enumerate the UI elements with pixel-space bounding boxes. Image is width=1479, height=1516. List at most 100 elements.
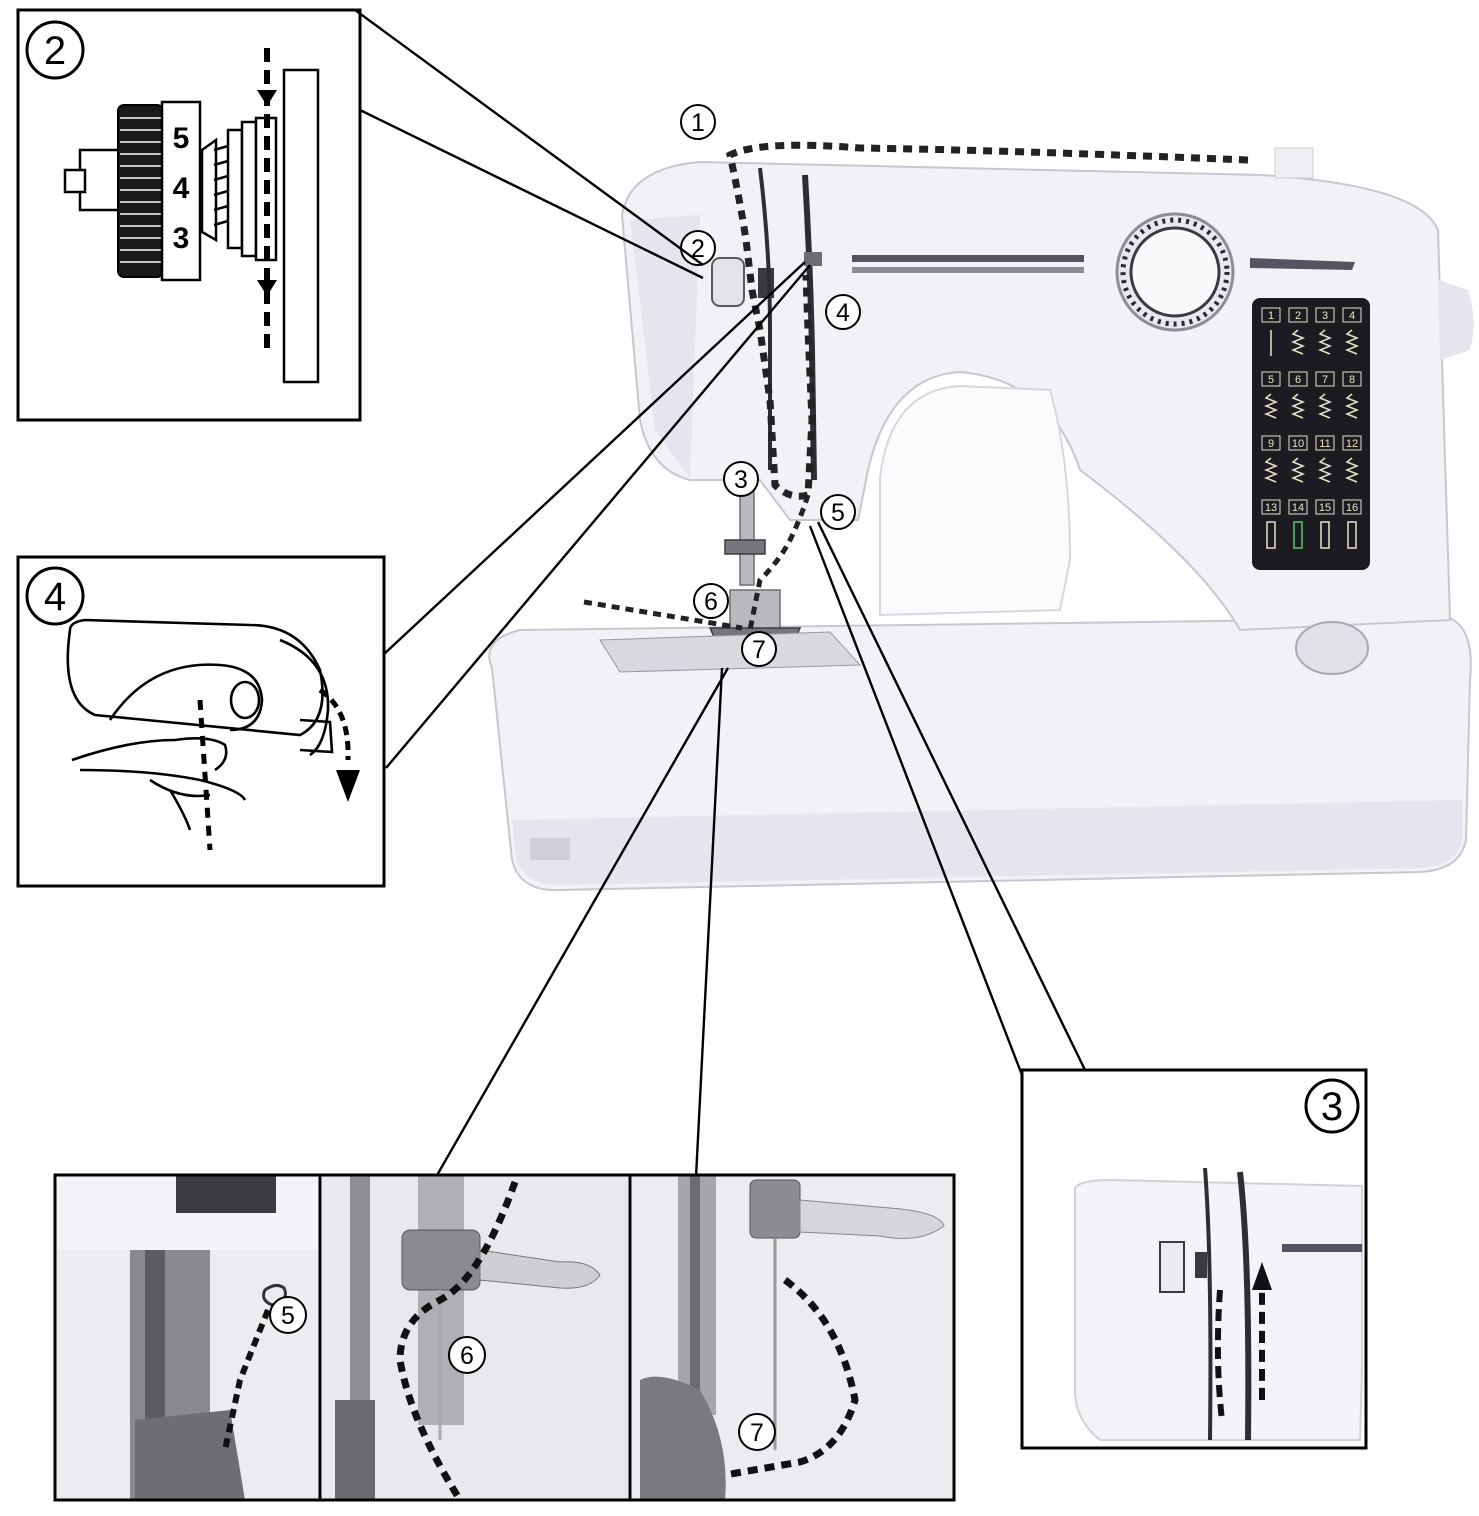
svg-text:3: 3 [734,466,748,494]
stripe-1 [852,255,1084,262]
stitch-cell-3: 3 [1315,307,1335,355]
thread-path-down [747,494,811,631]
step-marker-6: 6 [693,583,729,619]
step-marker-5: 5 [820,494,856,530]
step-marker-1: 1 [680,104,716,140]
svg-text:6: 6 [704,588,718,616]
dial-mark-3: 3 [173,222,190,255]
machine-wall [282,68,320,384]
dial-spindle-tip [63,168,87,194]
photo-c-presser-bar-shade [690,1175,700,1415]
thread-slot-left [758,167,772,470]
hand-thumb [71,737,228,772]
stitch-cell-2: 2 [1288,307,1308,355]
callout-photo-needle-eye-7: 7 [632,1175,954,1500]
callout-take-up-lever: 4 [16,555,386,888]
take-up-lever [804,252,822,266]
stripe-3 [1250,258,1355,270]
stitch-pattern-7 [1317,393,1333,419]
svg-text:2: 2 [44,29,66,73]
guide-stripe [1282,1244,1362,1252]
stitch-cell-12: 12 [1342,435,1362,483]
stitch-cell-11: 11 [1315,435,1335,483]
svg-text:6: 6 [460,1342,474,1370]
svg-text:9: 9 [1268,438,1274,450]
svg-text:14: 14 [1292,502,1304,514]
spool-pin [1274,147,1314,179]
stitch-cell-1: 1 [1261,307,1281,356]
photo-c-screw [799,1199,945,1239]
stripe-2 [852,267,1084,273]
guide-thread-guide [1195,1252,1207,1278]
svg-text:11: 11 [1319,438,1330,450]
photo-a-step-5: 5 [269,1296,307,1334]
dial-disc-2 [240,120,258,258]
svg-text:3: 3 [1322,310,1328,322]
svg-text:12: 12 [1346,438,1358,450]
stitch-cell-16: 16 [1342,499,1362,549]
callout-3-number: 3 [1304,1078,1360,1134]
stitch-cell-6: 6 [1288,371,1308,419]
svg-text:4: 4 [836,299,850,327]
dial-spring [200,137,218,243]
stitch-cell-5: 5 [1261,371,1281,419]
photo-b-foot [335,1400,375,1500]
photo-a-bracket [176,1175,276,1213]
svg-text:7: 7 [752,636,766,664]
head-front [630,215,700,478]
svg-text:2: 2 [1295,310,1301,322]
lever-arrow [336,770,360,802]
machine-arm-opening [879,384,1072,617]
handwheel-stub [1438,280,1474,360]
step-marker-7: 7 [741,631,777,667]
svg-text:3: 3 [1321,1085,1343,1129]
stitch-pattern-16 [1347,521,1357,549]
stitch-cell-15: 15 [1315,499,1335,549]
leader-lines [354,9,1087,1178]
stitch-pattern-9 [1263,457,1279,483]
svg-text:1: 1 [1268,310,1274,322]
guide-arrow-up [1252,1262,1272,1290]
svg-text:15: 15 [1319,502,1331,514]
stitch-pattern-11 [1317,457,1333,483]
photo-a-clamp [135,1410,245,1500]
svg-text:8: 8 [1349,374,1355,386]
photo-c-clamp [749,1179,801,1239]
stitch-panel [1252,298,1370,570]
needle-clamp [724,539,766,555]
lever-arm [108,663,264,732]
svg-text:5: 5 [1268,374,1274,386]
callout-4-number: 4 [25,566,85,626]
svg-text:5: 5 [831,499,845,527]
callout-tension-dial: 2 5 4 3 [16,8,362,422]
photo-b-step-6: 6 [448,1336,486,1374]
machine-foot [530,838,570,860]
guide-slot-right [1237,1171,1252,1441]
svg-text:13: 13 [1265,502,1277,514]
guide-tension-knob [1159,1241,1185,1293]
stitch-cell-9: 9 [1261,435,1281,483]
dial-mark-4: 4 [173,172,190,205]
arrow-down-2 [257,280,277,296]
svg-text:1: 1 [691,109,705,137]
arrow-down-1 [257,90,277,106]
dial-face [160,100,202,282]
svg-text:16: 16 [1346,502,1358,514]
callout-2-number: 2 [25,20,85,80]
stitch-pattern-10 [1290,457,1306,483]
step-marker-3: 3 [723,461,759,497]
dial-spindle [78,148,124,212]
stitch-cell-7: 7 [1315,371,1335,419]
svg-text:6: 6 [1295,374,1301,386]
stitch-cell-10: 10 [1288,435,1308,483]
lever-thread-path [318,687,351,761]
dial-spring-coils [213,144,229,227]
reverse-button [1295,621,1369,675]
callout-photo-thread-guide-5: 5 [55,1175,320,1500]
stitch-pattern-15 [1320,521,1330,549]
svg-text:7: 7 [750,1419,764,1447]
needle-bar [739,489,755,586]
photo-strip-frame [53,1173,956,1502]
